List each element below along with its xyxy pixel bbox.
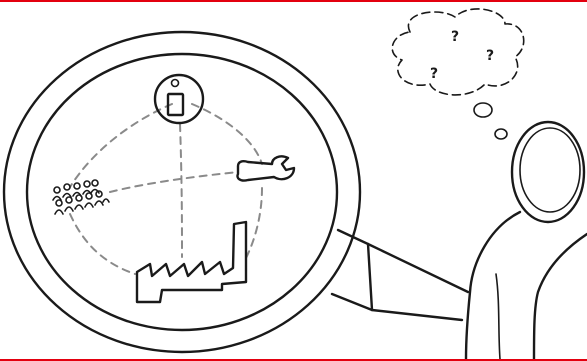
factory-icon	[137, 222, 246, 302]
person-silhouette-icon	[466, 122, 587, 359]
question-mark-1: ?	[451, 29, 459, 45]
people-group-icon	[53, 180, 109, 214]
magnifier-handle	[332, 230, 468, 320]
question-mark-3: ?	[430, 66, 438, 82]
info-icon	[155, 75, 203, 123]
thought-bubble-icon: ? ? ?	[392, 9, 523, 139]
wrench-icon	[237, 156, 294, 180]
question-mark-2: ?	[486, 48, 494, 64]
